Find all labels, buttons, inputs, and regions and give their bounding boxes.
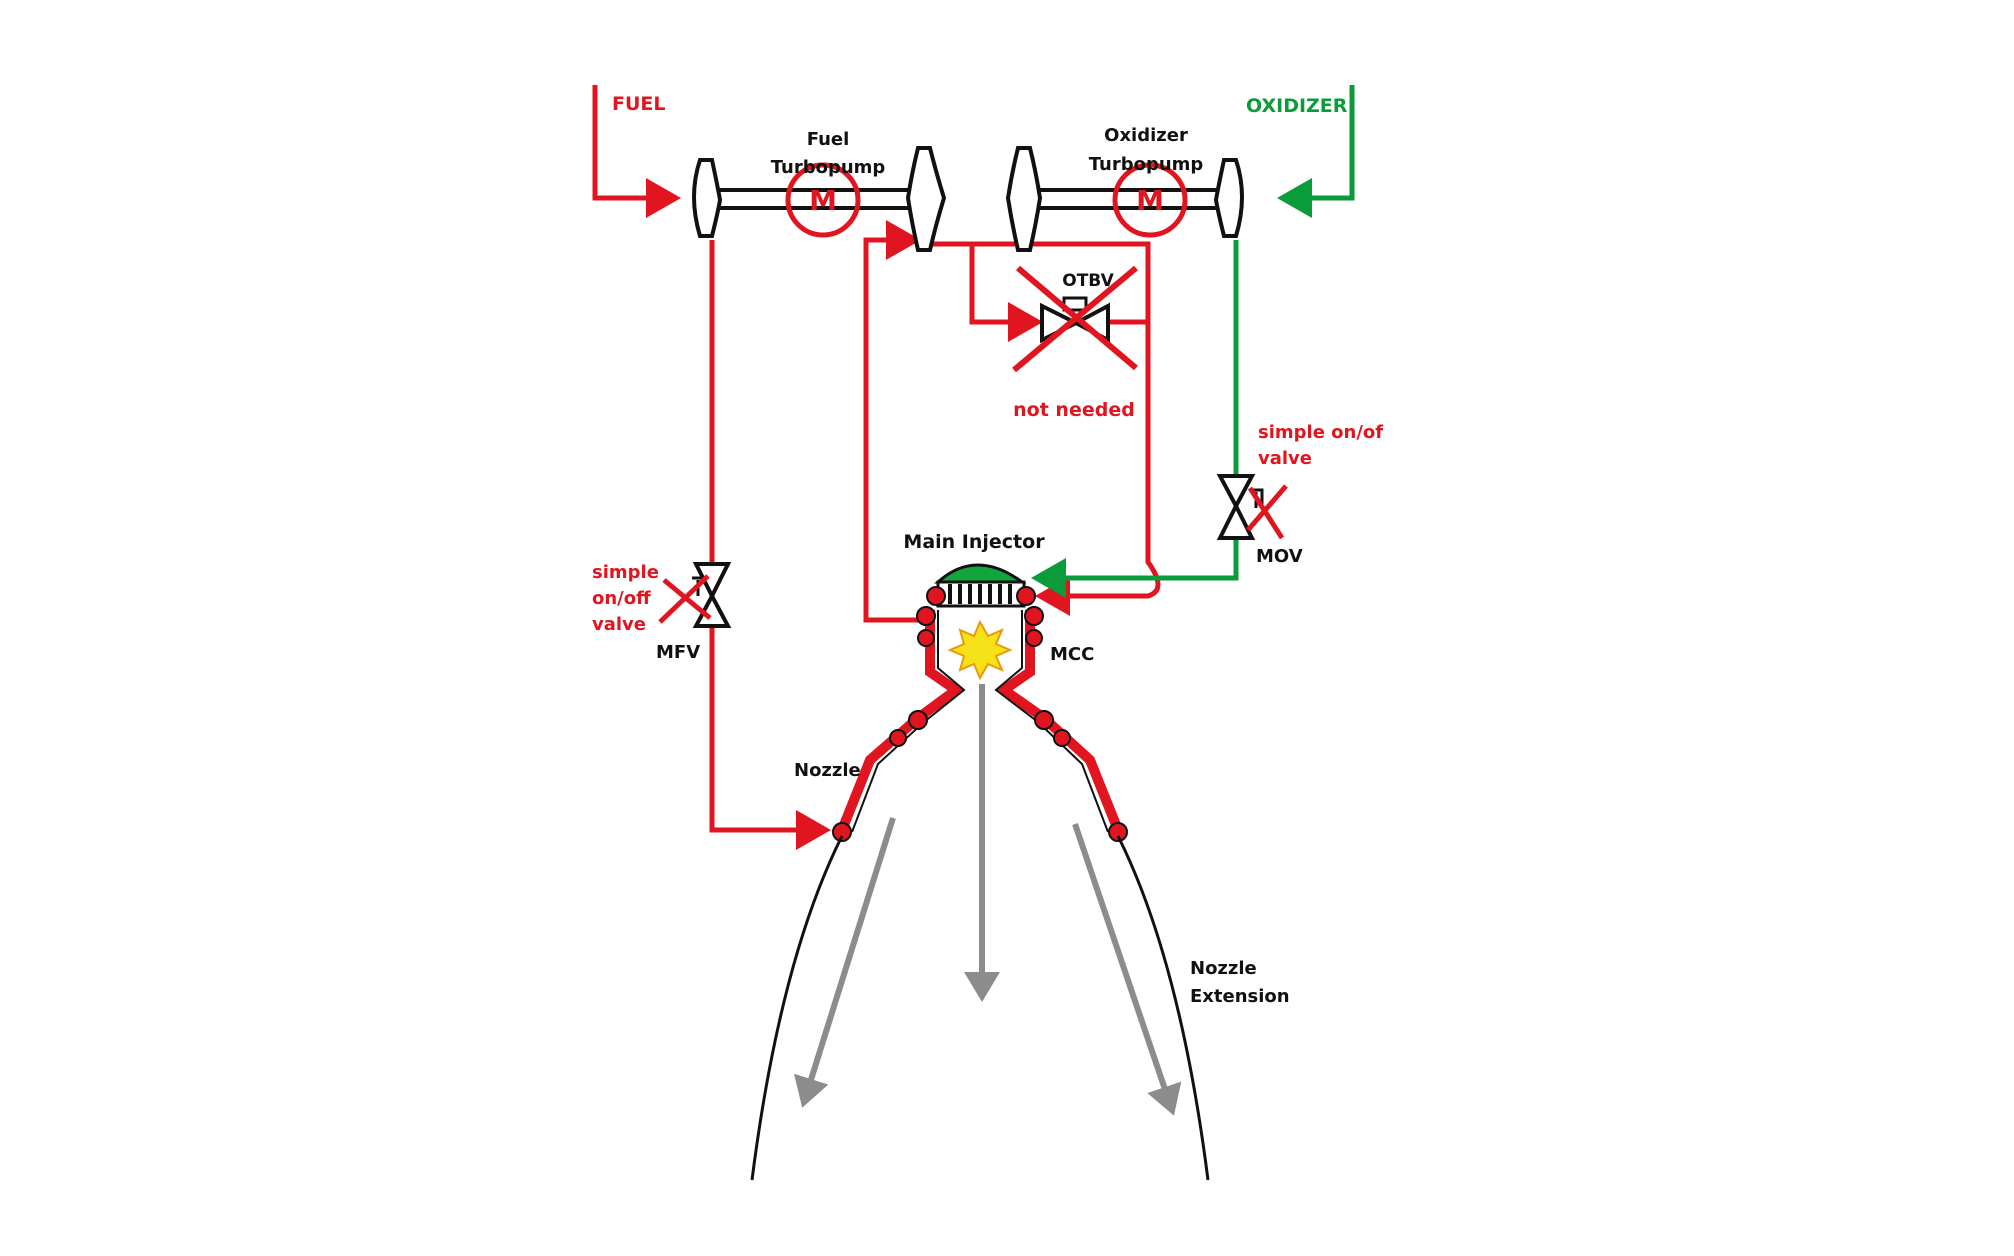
mcc-label: MCC	[1050, 644, 1094, 665]
mfv-cross-icon	[658, 574, 712, 624]
ox-turbopump-label-2: Turbopump	[1089, 154, 1204, 175]
main-injector	[926, 563, 1036, 608]
mfv-label: MFV	[656, 642, 700, 663]
otbv-valve	[1012, 265, 1138, 373]
mfv-valve	[658, 562, 732, 628]
nozzle-extension-label-2: Extension	[1190, 986, 1290, 1007]
oxidizer-label: OXIDIZER	[1246, 95, 1348, 117]
fuel-turbopump-label-1: Fuel	[807, 129, 850, 150]
turbine-discharge-line	[930, 241, 1161, 616]
mov-note-line2: valve	[1258, 448, 1312, 469]
oxidizer-inlet-line	[1277, 85, 1355, 218]
mov-cross-icon	[1246, 484, 1288, 540]
fuel-motor-label: M	[809, 184, 837, 217]
ox-turbopump-label-1: Oxidizer	[1104, 125, 1188, 146]
labels: FUEL OXIDIZER Fuel Turbopump Oxidizer Tu…	[592, 93, 1383, 1007]
oxidizer-motor: M	[1112, 162, 1188, 238]
nozzle-extension-label-1: Nozzle	[1190, 958, 1257, 979]
exhaust-arrow-right	[1072, 823, 1182, 1116]
mov-note-line1: simple on/of	[1258, 422, 1383, 443]
oxidizer-turbopump	[1005, 146, 1244, 252]
oxidizer-lines	[1031, 85, 1355, 598]
oxidizer-main-line	[1031, 240, 1239, 598]
mfv-note-line2: on/off	[592, 588, 651, 609]
flame-icon	[947, 619, 1013, 681]
nozzle-extension	[750, 835, 1210, 1181]
mov-valve	[1216, 474, 1288, 540]
mfv-note-line3: valve	[592, 614, 646, 635]
exhaust-arrows	[794, 684, 1182, 1116]
mfv-note-line1: simple	[592, 562, 659, 583]
fuel-return-line	[863, 220, 930, 623]
exhaust-arrow-left	[794, 817, 896, 1108]
mov-label: MOV	[1256, 546, 1303, 567]
nozzle-label: Nozzle	[794, 760, 861, 781]
fuel-inlet-line	[592, 85, 681, 218]
main-injector-label: Main Injector	[903, 531, 1045, 553]
fuel-lines	[592, 85, 1161, 850]
fuel-turbopump	[692, 146, 947, 252]
oxidizer-motor-label: M	[1136, 184, 1164, 217]
fuel-motor: M	[785, 162, 861, 238]
otbv-branch-line	[969, 244, 1043, 342]
fuel-label: FUEL	[612, 93, 666, 115]
otbv-cross-icon	[1012, 265, 1138, 373]
not-needed-label: not needed	[1013, 399, 1135, 421]
fuel-turbopump-label-2: Turbopump	[771, 157, 886, 178]
main-combustion-chamber	[832, 606, 1128, 842]
fuel-main-line	[709, 240, 831, 850]
otbv-label: OTBV	[1062, 271, 1114, 291]
